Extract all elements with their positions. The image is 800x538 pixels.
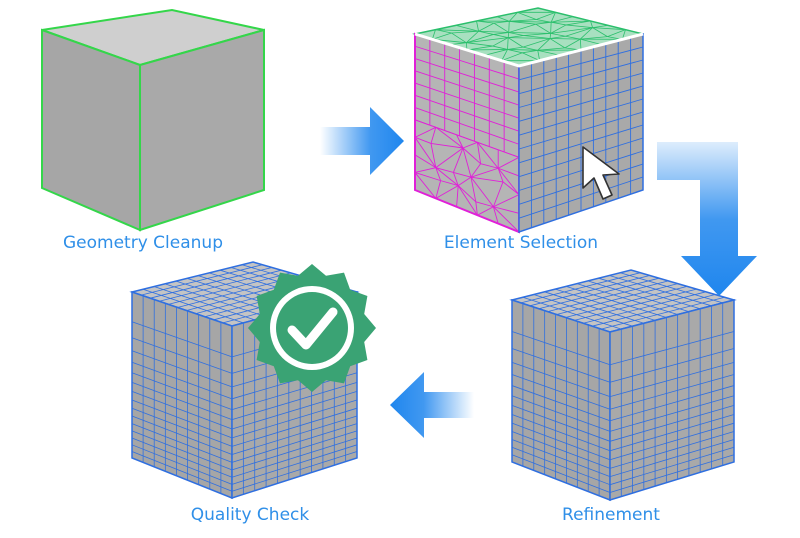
step-label-quality-check: Quality Check	[191, 505, 309, 525]
element-selection-cube	[415, 8, 643, 232]
down-arrow-icon	[657, 142, 757, 296]
left-arrow-icon	[390, 372, 474, 438]
step-label-element-selection: Element Selection	[444, 233, 598, 253]
step-label-refinement: Refinement	[562, 505, 660, 525]
right-arrow-icon	[320, 107, 404, 175]
refinement-cube	[512, 270, 734, 500]
step-label-geometry-cleanup: Geometry Cleanup	[63, 233, 223, 253]
geometry-cleanup-cube	[42, 10, 264, 230]
